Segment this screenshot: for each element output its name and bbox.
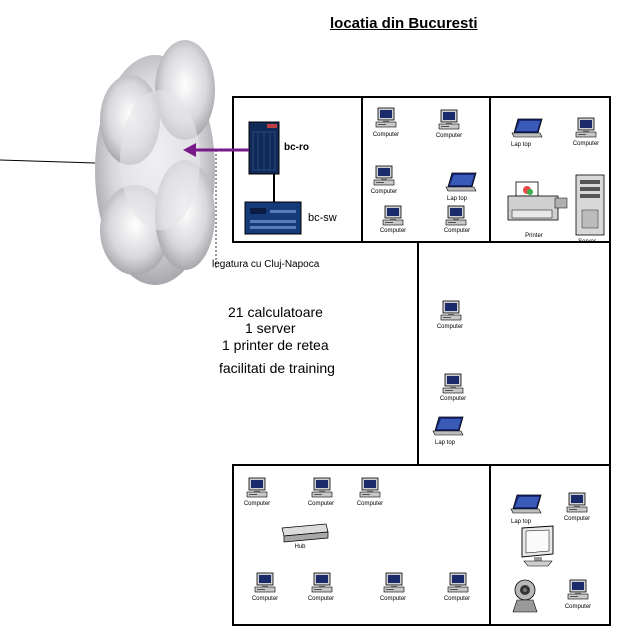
monitor-icon <box>521 525 554 567</box>
svg-text:Lap top: Lap top <box>511 142 532 148</box>
svg-text:Computer: Computer <box>380 596 406 602</box>
svg-text:Lap top: Lap top <box>435 440 456 446</box>
laptop-icon: Lap top <box>511 118 543 148</box>
svg-text:Computer: Computer <box>440 396 466 402</box>
webcam-icon <box>512 579 538 613</box>
diagram-title: locatia din Bucuresti <box>330 15 478 32</box>
svg-text:Computer: Computer <box>357 501 383 507</box>
router-icon <box>248 121 280 175</box>
link-label: legatura cu Cluj-Napoca <box>212 259 320 270</box>
computer-icon: Computer <box>244 477 270 507</box>
internet-cloud-icon <box>95 40 215 285</box>
svg-text:Computer: Computer <box>244 501 270 507</box>
svg-text:Computer: Computer <box>437 324 463 330</box>
computer-icon: Computer <box>380 205 406 234</box>
laptop-icon: Lap top <box>432 416 464 446</box>
hub-icon: Hub <box>281 523 329 550</box>
computer-icon: Computer <box>373 107 399 138</box>
computer-icon: Computer <box>444 205 470 234</box>
computer-icon: Computer <box>357 477 383 507</box>
switch-icon <box>244 201 302 235</box>
computer-icon: Computer <box>437 300 463 330</box>
svg-text:Computer: Computer <box>573 141 599 147</box>
laptop-icon: Lap top <box>510 494 542 525</box>
computer-icon: Computer <box>444 572 470 602</box>
computer-icon: Computer <box>565 579 591 610</box>
link-arrow <box>183 143 249 157</box>
computer-icon: Computer <box>436 109 462 139</box>
floor-plan-walls <box>232 96 611 626</box>
svg-text:Computer: Computer <box>252 596 278 602</box>
computer-icon: Computer <box>380 572 406 602</box>
laptop-icon: Lap top <box>445 172 477 202</box>
svg-text:Server: Server <box>578 239 596 245</box>
svg-text:Computer: Computer <box>371 189 397 195</box>
svg-text:Computer: Computer <box>565 604 591 610</box>
server-icon: Server <box>575 174 605 245</box>
stats-server: 1 server <box>245 320 296 336</box>
svg-text:Computer: Computer <box>564 516 590 522</box>
svg-text:Computer: Computer <box>444 228 470 234</box>
stats-training: facilitati de training <box>219 360 335 376</box>
svg-text:Computer: Computer <box>436 133 462 139</box>
printer-icon: Printer <box>507 181 568 239</box>
stats-computers: 21 calculatoare <box>228 304 323 320</box>
computer-icon: Computer <box>308 572 334 602</box>
svg-text:Hub: Hub <box>294 544 306 550</box>
svg-text:Computer: Computer <box>373 132 399 138</box>
computer-icon: Computer <box>371 165 397 195</box>
router-label: bc-ro <box>284 142 309 153</box>
stats-printer: 1 printer de retea <box>222 337 329 353</box>
computer-icon: Computer <box>308 477 334 507</box>
switch-label: bc-sw <box>308 212 337 224</box>
svg-text:Lap top: Lap top <box>511 519 532 525</box>
computer-icon: Computer <box>573 117 599 147</box>
svg-text:Printer: Printer <box>525 233 543 239</box>
computer-icon: Computer <box>564 492 590 522</box>
computer-icon: Computer <box>252 572 278 602</box>
computer-icon: Computer <box>440 373 466 402</box>
external-link-line <box>0 159 96 164</box>
svg-text:Computer: Computer <box>308 596 334 602</box>
svg-text:Computer: Computer <box>380 228 406 234</box>
svg-text:Computer: Computer <box>444 596 470 602</box>
svg-text:Computer: Computer <box>308 501 334 507</box>
svg-text:Lap top: Lap top <box>447 196 468 202</box>
